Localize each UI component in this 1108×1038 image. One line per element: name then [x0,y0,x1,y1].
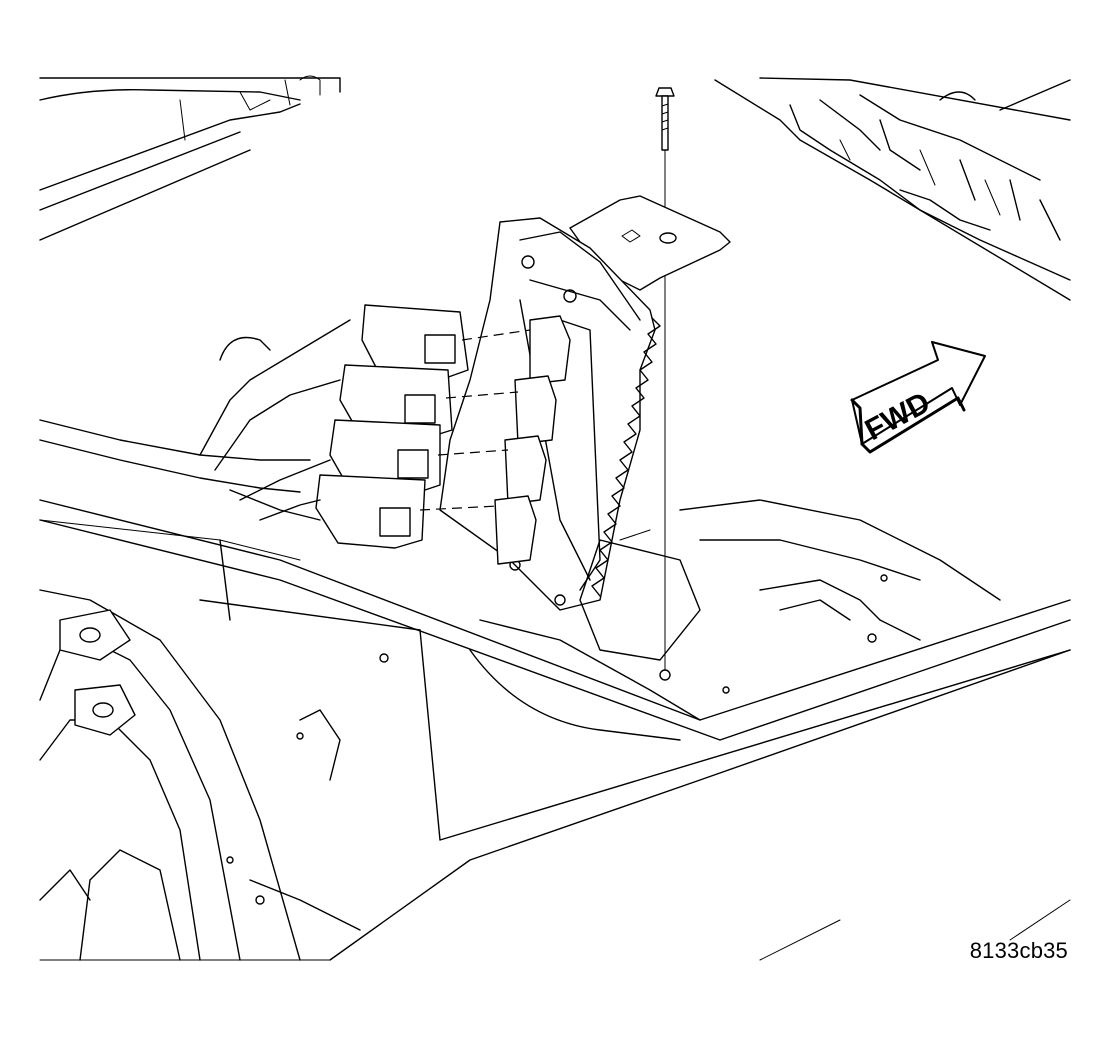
figure-id-label: 8133cb35 [969,938,1068,963]
harness-connectors [315,304,469,549]
module-heat-sink-fins [591,317,661,597]
upper-right-seat-frame [714,77,1071,301]
forward-direction-arrow: FWD [850,341,986,454]
upper-left-body-panel [39,75,341,241]
wiring-harness [39,319,351,521]
lower-left-wheel-well [39,519,421,961]
rear-floor-pan [39,499,1071,961]
module-sockets [494,315,571,565]
mounting-bolt [655,87,675,671]
connector-alignment-lines [419,329,531,511]
